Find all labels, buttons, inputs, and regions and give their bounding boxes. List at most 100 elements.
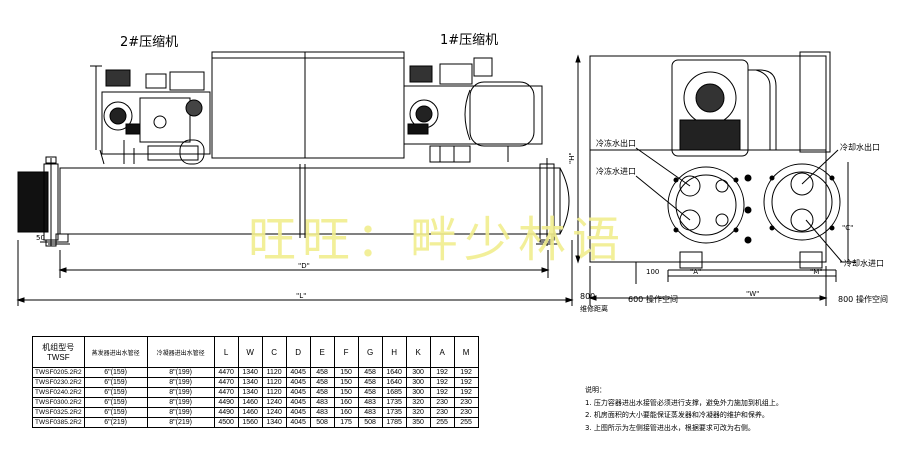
cell-dim-d: 4045 <box>285 417 311 428</box>
cell-dim-k: 300 <box>405 367 431 378</box>
cell-dim-h: 1735 <box>381 407 407 418</box>
note-item: 3. 上图所示为左侧接管进出水，根据要求可改为右侧。 <box>585 423 755 432</box>
cell-dim-m: 230 <box>453 397 479 408</box>
cell-dim-l: 4490 <box>213 397 239 408</box>
dim-c: "C" <box>842 224 853 232</box>
cell-dim-e: 508 <box>309 417 335 428</box>
cooling-water-in-label: 冷却水进口 <box>844 258 884 268</box>
dim-h: "H" <box>568 152 576 164</box>
cell-evap-pipe: 6"(219) <box>83 417 148 428</box>
compressor-2-body <box>90 65 211 165</box>
cell-dim-f: 150 <box>333 387 359 398</box>
cell-dim-e: 458 <box>309 387 335 398</box>
cell-dim-w: 1340 <box>237 387 263 398</box>
cell-dim-c: 1240 <box>261 397 287 408</box>
cell-evap-pipe: 6"(159) <box>83 407 148 418</box>
cell-dim-c: 1120 <box>261 367 287 378</box>
op-space-left-value: 600 <box>628 295 643 304</box>
cell-evap-pipe: 6"(159) <box>83 367 148 378</box>
cell-dim-e: 458 <box>309 367 335 378</box>
header-col-a: A <box>429 336 455 368</box>
cell-dim-g: 458 <box>357 377 383 388</box>
cell-dim-f: 175 <box>333 417 359 428</box>
cell-cond-pipe: 8"(199) <box>146 367 215 378</box>
spec-table-header-row: 机组型号 TWSF 蒸发器进出水管径 冷凝器进出水管径 L W C D E F … <box>32 336 479 368</box>
cell-dim-m: 192 <box>453 387 479 398</box>
cell-model: TWSF0230.2R2 <box>32 377 85 388</box>
side-view <box>575 51 856 306</box>
header-col-m: M <box>453 336 479 368</box>
cell-evap-pipe: 6"(159) <box>83 397 148 408</box>
cell-dim-d: 4045 <box>285 387 311 398</box>
header-col-h: H <box>381 336 407 368</box>
cell-dim-k: 320 <box>405 397 431 408</box>
header-evap-pipe: 蒸发器进出水管径 <box>83 336 148 368</box>
note-item: 1. 压力容器进出水接管必须进行支撑，避免外力施加到机组上。 <box>585 398 783 407</box>
cell-dim-l: 4500 <box>213 417 239 428</box>
cell-dim-c: 1120 <box>261 387 287 398</box>
cell-dim-g: 483 <box>357 407 383 418</box>
cell-dim-g: 508 <box>357 417 383 428</box>
cell-model: TWSF0240.2R2 <box>32 387 85 398</box>
cell-dim-w: 1460 <box>237 407 263 418</box>
header-col-w: W <box>237 336 263 368</box>
header-col-k: K <box>405 336 431 368</box>
spec-table: 机组型号 TWSF 蒸发器进出水管径 冷凝器进出水管径 L W C D E F … <box>32 336 479 428</box>
op-space-right-value: 800 <box>838 295 853 304</box>
cell-evap-pipe: 6"(159) <box>83 387 148 398</box>
cell-dim-e: 483 <box>309 407 335 418</box>
cell-dim-a: 255 <box>429 417 455 428</box>
notes-title: 说明： <box>585 386 606 394</box>
dim-w: "W" <box>746 290 759 298</box>
cell-model: TWSF0205.2R2 <box>32 367 85 378</box>
cell-dim-c: 1120 <box>261 377 287 388</box>
cell-dim-w: 1340 <box>237 367 263 378</box>
cell-dim-m: 192 <box>453 367 479 378</box>
cell-dim-a: 192 <box>429 377 455 388</box>
op-space-right-label: 操作空间 <box>856 294 888 304</box>
note-item: 2. 机房面积的大小要能保证蒸发器和冷凝器的维护和保养。 <box>585 411 769 419</box>
cell-dim-h: 1640 <box>381 367 407 378</box>
cell-evap-pipe: 6"(159) <box>83 377 148 388</box>
left-clearance-value: 800 <box>580 292 595 301</box>
cell-dim-m: 230 <box>453 407 479 418</box>
front-view <box>16 51 574 306</box>
header-model: 机组型号 TWSF <box>32 336 85 368</box>
compressor-2-label: 2#压缩机 <box>120 34 178 50</box>
cell-dim-d: 4045 <box>285 377 311 388</box>
header-col-e: E <box>309 336 335 368</box>
cell-dim-m: 255 <box>453 417 479 428</box>
header-col-f: F <box>333 336 359 368</box>
notes: 说明： 1. 压力容器进出水接管必须进行支撑，避免外力施加到机组上。 2. 机房… <box>585 384 783 434</box>
cell-dim-d: 4045 <box>285 367 311 378</box>
cooling-water-out-label: 冷却水出口 <box>840 142 880 152</box>
cell-dim-a: 192 <box>429 387 455 398</box>
cell-dim-f: 160 <box>333 407 359 418</box>
cell-dim-w: 1460 <box>237 397 263 408</box>
dim-d: "D" <box>298 262 310 270</box>
cell-cond-pipe: 8"(199) <box>146 407 215 418</box>
left-clearance-label: 维修距离 <box>580 304 608 313</box>
cell-dim-g: 458 <box>357 387 383 398</box>
cell-cond-pipe: 8"(219) <box>146 417 215 428</box>
dim-l: "L" <box>296 292 306 300</box>
cell-dim-g: 458 <box>357 367 383 378</box>
cell-dim-a: 192 <box>429 367 455 378</box>
cell-model: TWSF0300.2R2 <box>32 397 85 408</box>
header-model-line1: 机组型号 <box>42 343 75 352</box>
cell-dim-c: 1340 <box>261 417 287 428</box>
cell-cond-pipe: 8"(199) <box>146 397 215 408</box>
cell-dim-l: 4490 <box>213 407 239 418</box>
cell-dim-k: 300 <box>405 377 431 388</box>
cell-dim-c: 1240 <box>261 407 287 418</box>
cell-dim-h: 1735 <box>381 397 407 408</box>
chilled-water-out-label: 冷冻水出口 <box>596 138 636 148</box>
header-col-l: L <box>213 336 239 368</box>
